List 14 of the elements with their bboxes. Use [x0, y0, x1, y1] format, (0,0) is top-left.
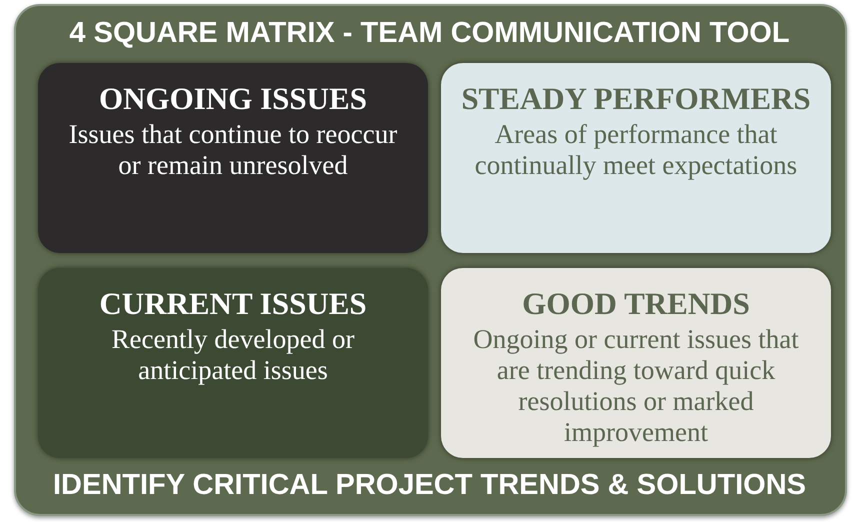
quadrant-box: [441, 63, 831, 253]
quadrant-box: [441, 268, 831, 458]
quadrant-description: Areas of performance that continually meet expectations: [474, 119, 798, 181]
quadrant-description: Issues that continue to reoccur or remain unresolved: [68, 119, 398, 181]
quadrant-heading: GOOD TRENDS: [521, 288, 751, 320]
title: 4 SQUARE MATRIX - TEAM COMMUNICATION TOOL: [68, 17, 791, 50]
caption: IDENTIFY CRITICAL PROJECT TRENDS & SOLUTIONS: [52, 469, 807, 502]
quadrant-description: Ongoing or current issues that are trending toward quick resolutions or marked improvement: [472, 324, 800, 448]
quadrant-box: [38, 268, 428, 458]
quadrant-heading: CURRENT ISSUES: [98, 288, 368, 320]
quadrant-heading: ONGOING ISSUES: [98, 83, 368, 115]
quadrant-description: Recently developed or anticipated issues: [110, 324, 356, 386]
quadrant-box: [38, 63, 428, 253]
quadrant-heading: STEADY PERFORMERS: [460, 83, 812, 115]
